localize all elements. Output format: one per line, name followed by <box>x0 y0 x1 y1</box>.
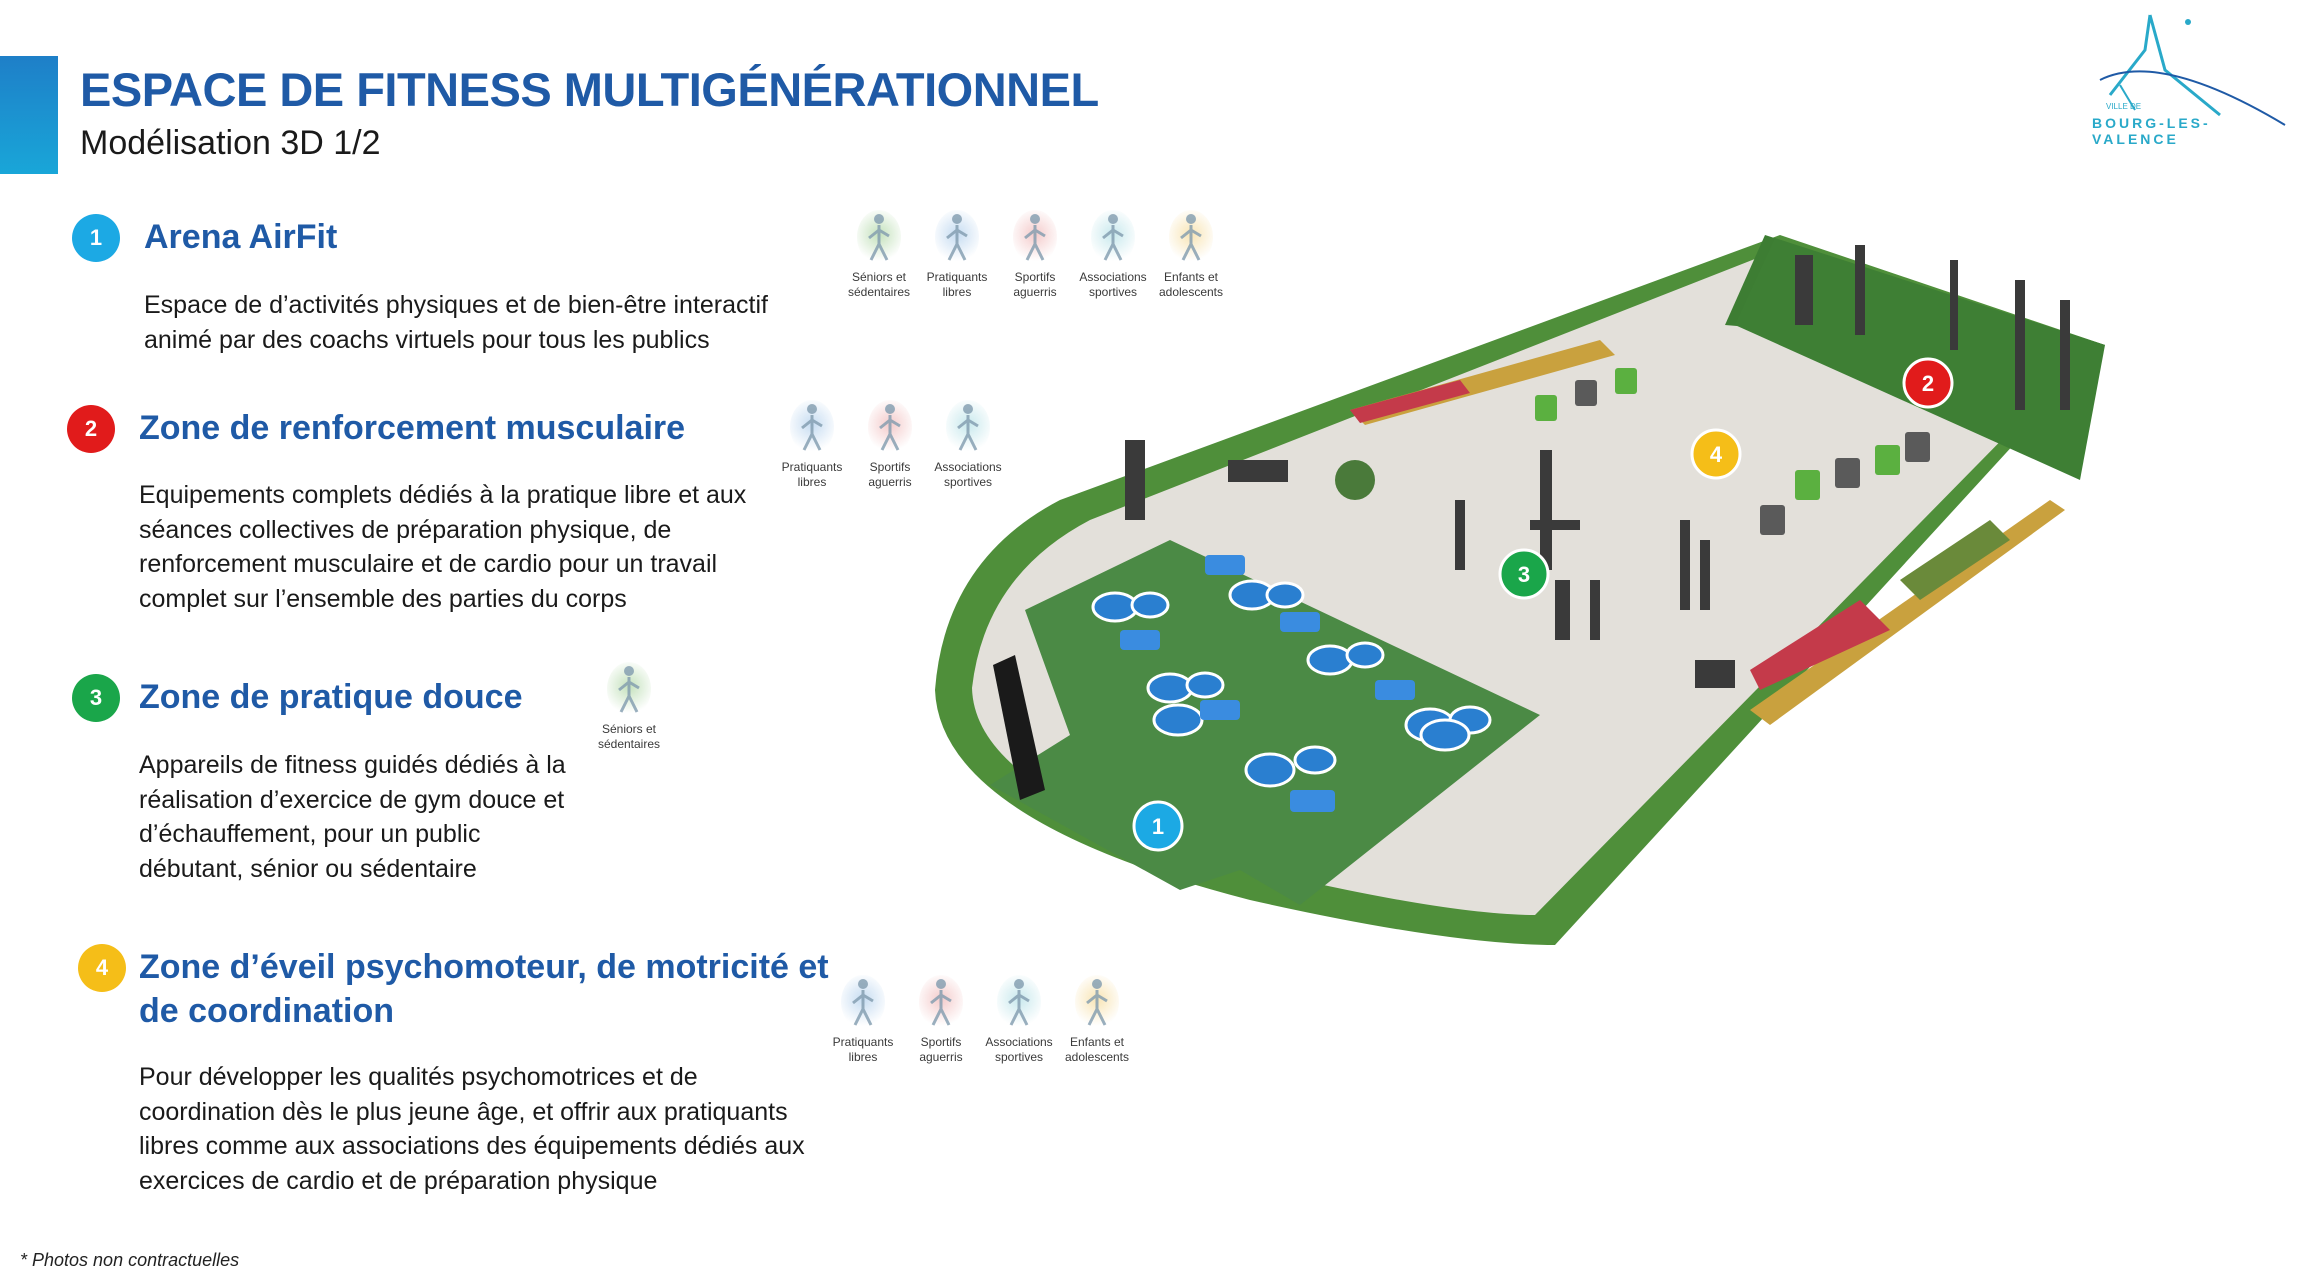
audience-item: Enfants et adolescents <box>1058 975 1136 1065</box>
section-1-audiences: Séniors et sédentaires Pratiquants libres… <box>840 210 1230 300</box>
logo-small-text: VILLE DE <box>2106 102 2142 111</box>
runner-figure-icon <box>841 975 885 1029</box>
audience-label: Enfants et adolescents <box>1158 270 1224 299</box>
plyo-boxes <box>1535 368 1930 535</box>
audience-label: Pratiquants libres <box>781 460 843 489</box>
muscle-figure-icon <box>1013 210 1057 264</box>
audience-item: Associations sportives <box>980 975 1058 1065</box>
audience-label: Associations sportives <box>985 1035 1053 1064</box>
section-2-audiences: Pratiquants libres Sportifs aguerris Assoc… <box>773 400 1007 490</box>
audience-item: Sportifs aguerris <box>996 210 1074 300</box>
ball-player-icon <box>1091 210 1135 264</box>
section-3-badge: 3 <box>72 674 120 722</box>
header-accent-bar <box>0 56 58 174</box>
audience-label: Associations sportives <box>934 460 1002 489</box>
coach-screen <box>993 655 1045 800</box>
audience-item: Pratiquants libres <box>824 975 902 1065</box>
audience-item: Enfants et adolescents <box>1152 210 1230 300</box>
section-2-description: Equipements complets dédiés à la pratiqu… <box>139 481 747 613</box>
runner-figure-icon <box>790 400 834 454</box>
svg-text:3: 3 <box>1518 562 1530 587</box>
map-badge-2: 2 <box>1902 357 1954 409</box>
ball-player-icon <box>946 400 990 454</box>
section-4-audiences: Pratiquants libres Sportifs aguerris Assoc… <box>824 975 1136 1065</box>
svg-text:4: 4 <box>1710 442 1723 467</box>
ball-player-icon <box>997 975 1041 1029</box>
track-strip-right <box>1750 500 2065 725</box>
runner-figure-icon <box>935 210 979 264</box>
audience-item: Pratiquants libres <box>918 210 996 300</box>
muscle-figure-icon <box>868 400 912 454</box>
audience-label: Séniors et sédentaires <box>597 722 661 751</box>
city-logo-icon <box>2099 14 2286 126</box>
audience-label: Pratiquants libres <box>832 1035 894 1064</box>
svg-text:2: 2 <box>1922 371 1934 396</box>
svg-text:1: 1 <box>1152 814 1164 839</box>
section-2-title: Zone de renforcement musculaire <box>139 409 686 447</box>
audience-label: Pratiquants libres <box>926 270 988 299</box>
logo-name: BOURG-LES-VALENCE <box>2092 115 2211 147</box>
arena-pads <box>1091 579 1492 788</box>
section-4-badge: 4 <box>78 944 126 992</box>
audience-label: Sportifs aguerris <box>919 1035 963 1064</box>
audience-label: Associations sportives <box>1079 270 1147 299</box>
section-3-audiences: Séniors et sédentaires <box>590 662 668 752</box>
page-subtitle: Modélisation 3D 1/2 <box>80 124 381 162</box>
audience-item: Séniors et sédentaires <box>840 210 918 300</box>
map-badge-3: 3 <box>1498 548 1550 600</box>
senior-figure-icon <box>857 210 901 264</box>
audience-item: Sportifs aguerris <box>902 975 980 1065</box>
section-3-description: Appareils de fitness guidés dédiés à la … <box>139 751 566 883</box>
section-1-title: Arena AirFit <box>144 218 338 256</box>
map-badge-4: 4 <box>1690 428 1742 480</box>
section-1-badge: 1 <box>72 214 120 262</box>
section-1-description: Espace de d’activités physiques et de bi… <box>144 291 768 354</box>
section-4-description: Pour développer les qualités psychomotri… <box>139 1063 805 1195</box>
equipment <box>1125 245 2070 688</box>
audience-label: Séniors et sédentaires <box>847 270 911 299</box>
section-2-badge: 2 <box>67 405 115 453</box>
children-figure-icon <box>1075 975 1119 1029</box>
audience-item: Sportifs aguerris <box>851 400 929 490</box>
arena-boxes <box>1120 555 1415 812</box>
page-title: ESPACE DE FITNESS MULTIGÉNÉRATIONNEL <box>80 63 1099 116</box>
audience-item: Séniors et sédentaires <box>590 662 668 752</box>
section-4-title: Zone d’éveil psychomoteur, de motricité … <box>139 948 829 1030</box>
audience-item: Pratiquants libres <box>773 400 851 490</box>
audience-label: Sportifs aguerris <box>868 460 912 489</box>
children-figure-icon <box>1169 210 1213 264</box>
map-badge-1: 1 <box>1132 800 1184 852</box>
audience-item: Associations sportives <box>1074 210 1152 300</box>
audience-label: Enfants et adolescents <box>1064 1035 1130 1064</box>
muscle-figure-icon <box>919 975 963 1029</box>
section-3-title: Zone de pratique douce <box>139 678 523 716</box>
audience-label: Sportifs aguerris <box>1013 270 1057 299</box>
audience-item: Associations sportives <box>929 400 1007 490</box>
senior-figure-icon <box>607 662 651 716</box>
footnote: * Photos non contractuelles <box>20 1250 240 1270</box>
